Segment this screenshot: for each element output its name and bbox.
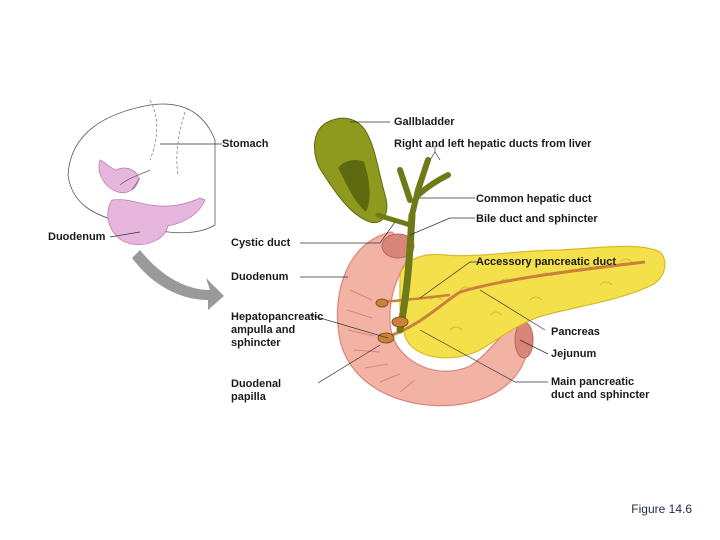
zoom-arrow-icon — [132, 250, 224, 310]
hepatic-ducts — [400, 160, 448, 215]
label-duodenum: Duodenum — [231, 271, 288, 284]
inset-duodenum — [108, 198, 205, 245]
label-main-pancreatic-duct: Main pancreatic duct and sphincter — [551, 376, 649, 402]
label-pancreas: Pancreas — [551, 326, 600, 339]
inset-stomach — [99, 160, 138, 193]
label-accessory-duct: Accessory pancreatic duct — [476, 256, 616, 269]
label-stomach: Stomach — [222, 138, 268, 151]
leader-bile — [410, 218, 475, 235]
label-hepatopancreatic-ampulla: Hepatopancreatic ampulla and sphincter — [231, 311, 323, 350]
jejunum-opening — [515, 322, 533, 358]
label-duodenum-inset: Duodenum — [48, 231, 105, 244]
label-duodenal-papilla: Duodenal papilla — [231, 378, 281, 404]
label-cystic-duct: Cystic duct — [231, 237, 290, 250]
label-gallbladder: Gallbladder — [394, 116, 455, 129]
label-jejunum: Jejunum — [551, 348, 596, 361]
figure-caption: Figure 14.6 — [631, 502, 692, 516]
label-bile-duct: Bile duct and sphincter — [476, 213, 598, 226]
label-common-hepatic-duct: Common hepatic duct — [476, 193, 592, 206]
label-hepatic-ducts: Right and left hepatic ducts from liver — [394, 138, 591, 151]
inset-overview — [68, 100, 222, 245]
inset-liver-dashed — [150, 100, 185, 175]
